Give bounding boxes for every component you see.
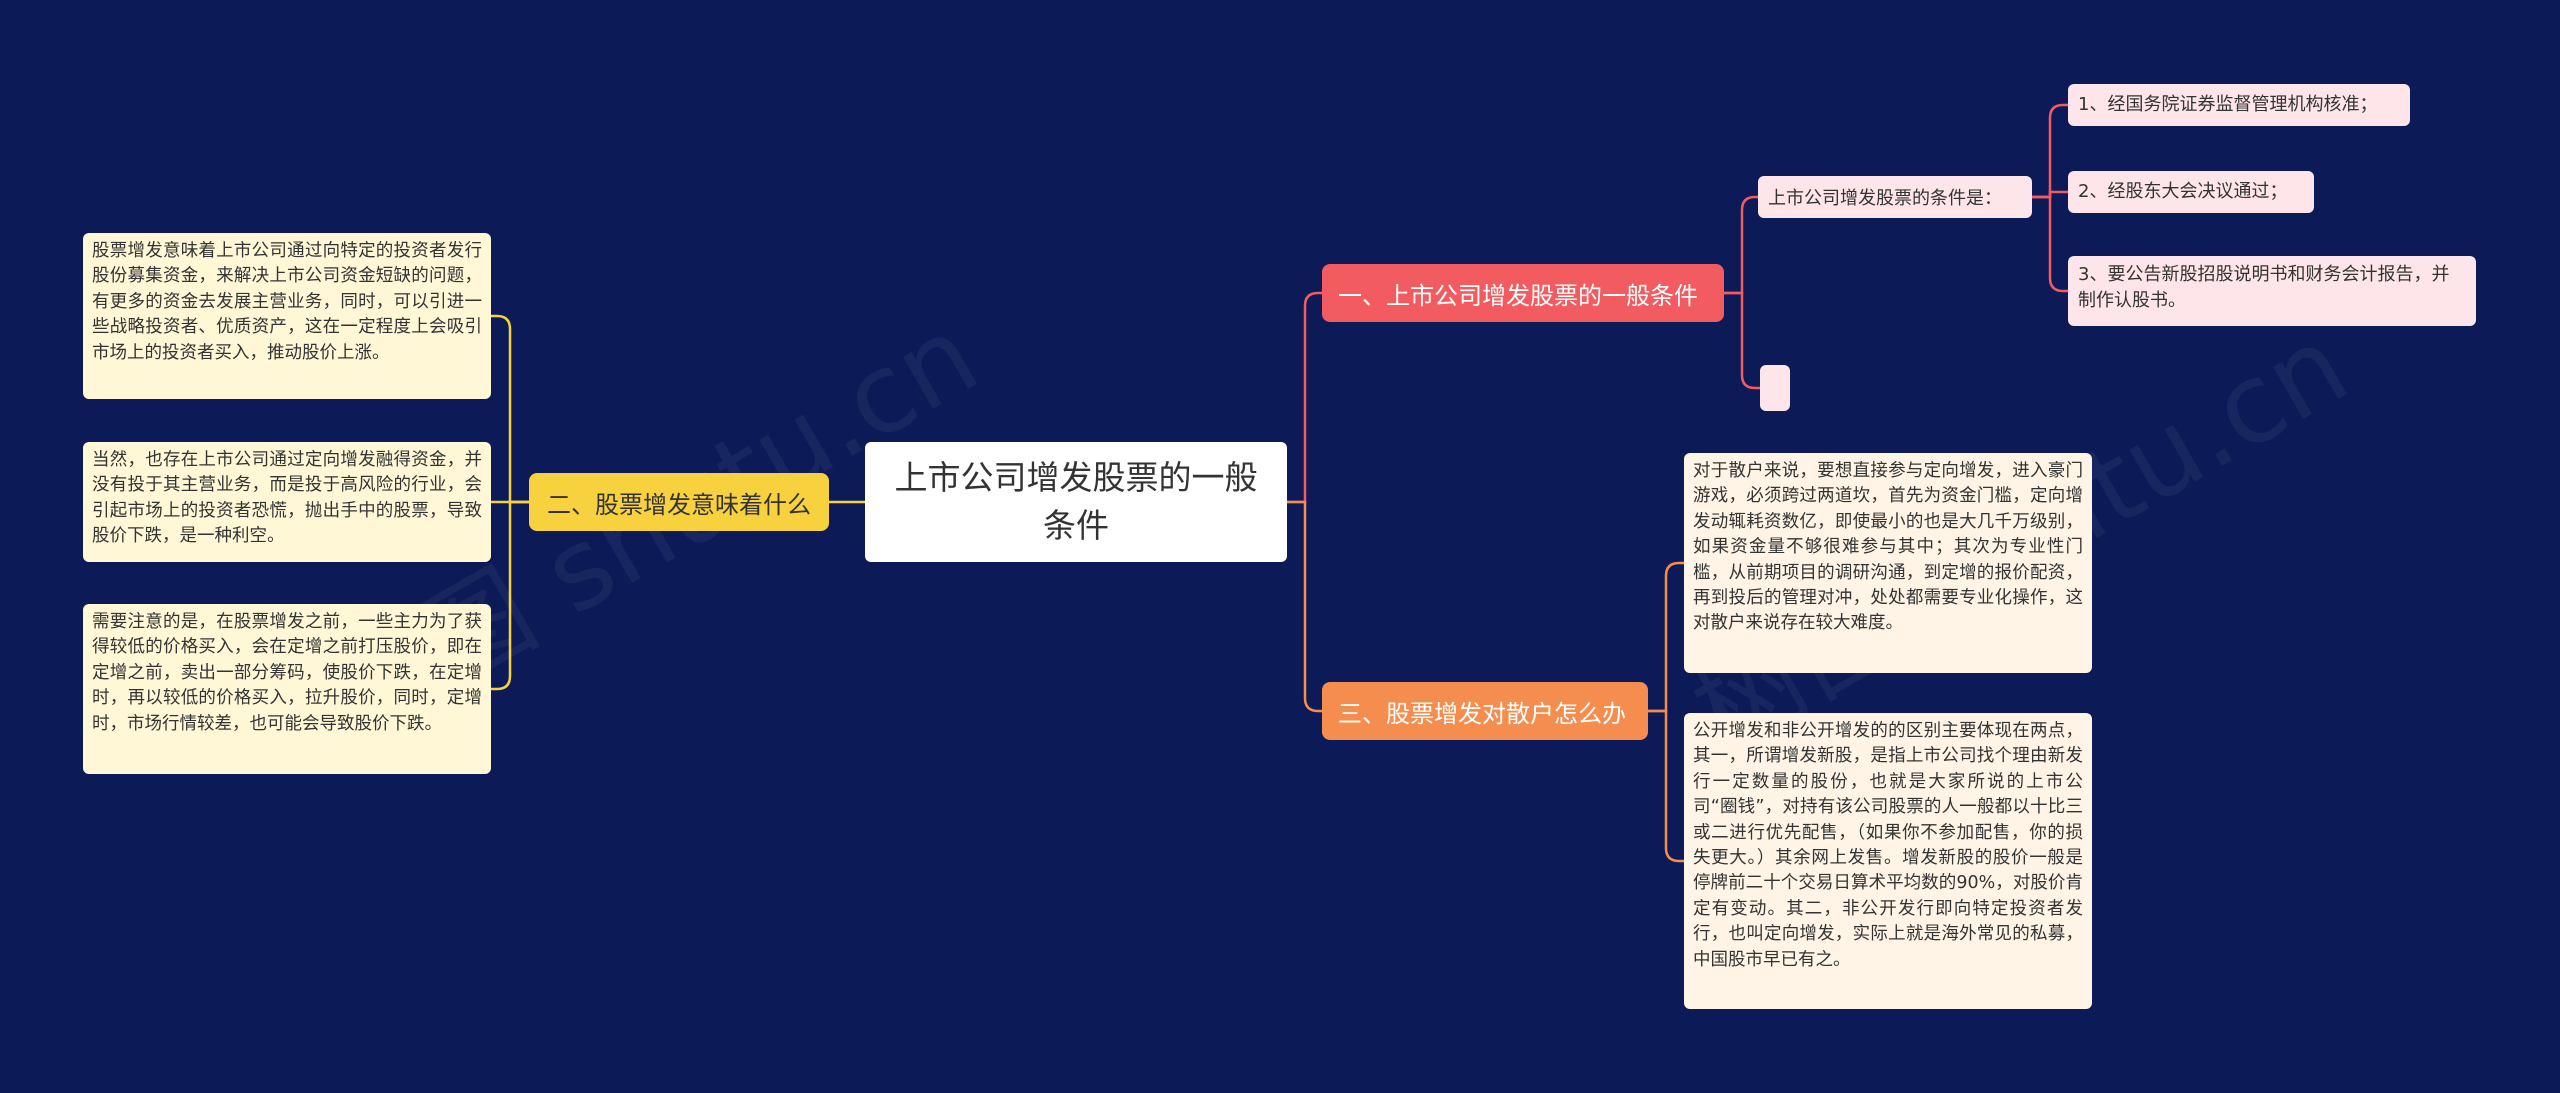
text-node-retail-2[interactable]: 公开增发和非公开增发的的区别主要体现在两点，其一，所谓增发新股，是指上市公司找个… <box>1684 713 2092 1009</box>
link-sub-item1 <box>2032 103 2068 199</box>
root-label: 上市公司增发股票的一般条件 <box>894 458 1258 545</box>
link-branch3-p2 <box>1648 709 1684 863</box>
text-node-meaning-3[interactable]: 需要注意的是，在股票增发之前，一些主力为了获得较低的价格买入，会在定增之前打压股… <box>83 604 491 774</box>
link-branch1-sub <box>1724 195 1758 295</box>
leaf-text: 2、经股东大会决议通过； <box>2078 181 2288 202</box>
text-node-meaning-1[interactable]: 股票增发意味着上市公司通过向特定的投资者发行股份募集资金，来解决上市公司资金短缺… <box>83 233 491 399</box>
text-content: 当然，也存在上市公司通过定向增发融得资金，并没有投于其主营业务，而是投于高风险的… <box>92 450 482 547</box>
branch-node-retail-investors[interactable]: 三、股票增发对散户怎么办 <box>1322 682 1648 740</box>
branch-label: 一、上市公司增发股票的一般条件 <box>1338 281 1698 310</box>
leaf-text: 3、要公告新股招股说明书和财务会计报告，并制作认股书。 <box>2078 264 2450 311</box>
link-branch2-p3 <box>491 500 529 691</box>
leaf-condition-3[interactable]: 3、要公告新股招股说明书和财务会计报告，并制作认股书。 <box>2068 256 2476 326</box>
leaf-empty[interactable] <box>1760 365 1790 411</box>
leaf-condition-2[interactable]: 2、经股东大会决议通过； <box>2068 171 2314 213</box>
root-node[interactable]: 上市公司增发股票的一般条件 <box>865 442 1287 562</box>
text-content: 需要注意的是，在股票增发之前，一些主力为了获得较低的价格买入，会在定增之前打压股… <box>92 612 482 734</box>
leaf-condition-1[interactable]: 1、经国务院证券监督管理机构核准； <box>2068 84 2410 126</box>
link-sub-item3 <box>2032 195 2068 293</box>
branch-node-general-conditions[interactable]: 一、上市公司增发股票的一般条件 <box>1322 264 1724 322</box>
sub-label: 上市公司增发股票的条件是： <box>1768 188 2002 209</box>
branch-node-meaning[interactable]: 二、股票增发意味着什么 <box>529 473 829 531</box>
text-node-retail-1[interactable]: 对于散户来说，要想直接参与定向增发，进入豪门游戏，必须跨过两道坎，首先为资金门槛… <box>1684 453 2092 673</box>
link-branch1-empty <box>1724 291 1760 390</box>
sub-node-conditions[interactable]: 上市公司增发股票的条件是： <box>1758 176 2032 218</box>
text-content: 股票增发意味着上市公司通过向特定的投资者发行股份募集资金，来解决上市公司资金短缺… <box>92 241 482 363</box>
text-node-meaning-2[interactable]: 当然，也存在上市公司通过定向增发融得资金，并没有投于其主营业务，而是投于高风险的… <box>83 442 491 562</box>
text-content: 对于散户来说，要想直接参与定向增发，进入豪门游戏，必须跨过两道坎，首先为资金门槛… <box>1693 461 2083 634</box>
link-branch2-p1 <box>491 314 529 504</box>
link-branch3-p1 <box>1648 561 1684 713</box>
link-root-branch1 <box>1287 291 1322 504</box>
leaf-text: 1、经国务院证券监督管理机构核准； <box>2078 94 2378 115</box>
branch-label: 二、股票增发意味着什么 <box>547 490 811 519</box>
branch-label: 三、股票增发对散户怎么办 <box>1338 699 1626 728</box>
link-root-branch3 <box>1287 500 1322 713</box>
text-content: 公开增发和非公开增发的的区别主要体现在两点，其一，所谓增发新股，是指上市公司找个… <box>1693 721 2083 970</box>
